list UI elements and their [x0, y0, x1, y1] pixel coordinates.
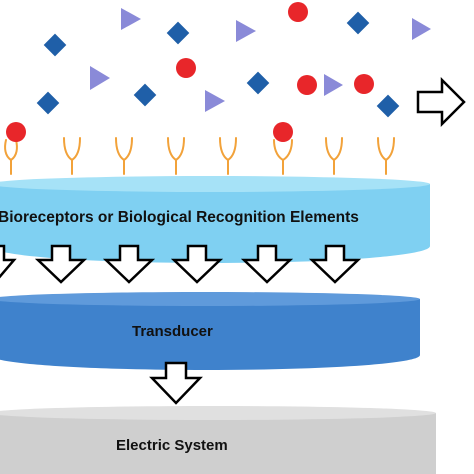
electric-system-label: Electric System — [116, 437, 228, 454]
purple-triangle-analyte-icon — [90, 66, 110, 90]
blue-diamond-analyte-icon — [166, 21, 190, 45]
analytes — [36, 2, 431, 118]
y-shaped-receptor-icon — [377, 137, 395, 175]
transducer-layer — [0, 292, 420, 370]
blue-diamond-analyte-icon — [376, 94, 400, 118]
hollow-arrow-down-icon — [102, 244, 156, 284]
purple-triangle-analyte-icon — [412, 18, 431, 40]
blue-diamond-analyte-icon — [246, 71, 270, 95]
hollow-arrow-down-icon — [34, 244, 88, 284]
red-circle-analyte-icon — [288, 2, 308, 22]
y-shaped-receptor-icon — [167, 137, 185, 175]
transducer-label: Transducer — [132, 323, 213, 340]
bioreceptor-layer — [0, 176, 430, 263]
y-shaped-receptor-icon — [4, 139, 18, 175]
hollow-arrow-down-icon — [0, 244, 17, 279]
red-circle-analyte-icon — [6, 122, 26, 142]
y-shaped-receptor-icon — [219, 137, 237, 175]
y-shaped-receptor-icon — [273, 139, 293, 175]
red-circle-analyte-icon — [176, 58, 196, 78]
purple-triangle-analyte-icon — [205, 90, 225, 112]
y-shaped-receptor-icon — [115, 137, 133, 175]
red-circle-analyte-icon — [354, 74, 374, 94]
blue-diamond-analyte-icon — [43, 33, 67, 57]
blue-diamond-analyte-icon — [36, 91, 60, 115]
bio-to-transducer-arrows — [0, 244, 362, 284]
purple-triangle-analyte-icon — [121, 8, 141, 30]
hollow-arrow-right-icon — [416, 76, 466, 128]
purple-triangle-analyte-icon — [236, 20, 256, 42]
red-circle-analyte-icon — [297, 75, 317, 95]
receptors — [4, 137, 395, 175]
electric-system-layer — [0, 406, 436, 474]
blue-diamond-analyte-icon — [346, 11, 370, 35]
purple-triangle-analyte-icon — [324, 74, 343, 96]
red-circle-analyte-icon — [273, 122, 293, 142]
hollow-arrow-down-icon — [308, 244, 362, 284]
hollow-arrow-down-icon — [170, 244, 224, 284]
y-shaped-receptor-icon — [325, 137, 343, 175]
hollow-arrow-down-icon — [240, 244, 294, 284]
hollow-arrow-down-icon — [149, 361, 203, 405]
bioreceptors-label: Bioreceptors or Biological Recognition E… — [0, 209, 359, 226]
blue-diamond-analyte-icon — [133, 83, 157, 107]
y-shaped-receptor-icon — [63, 137, 81, 175]
